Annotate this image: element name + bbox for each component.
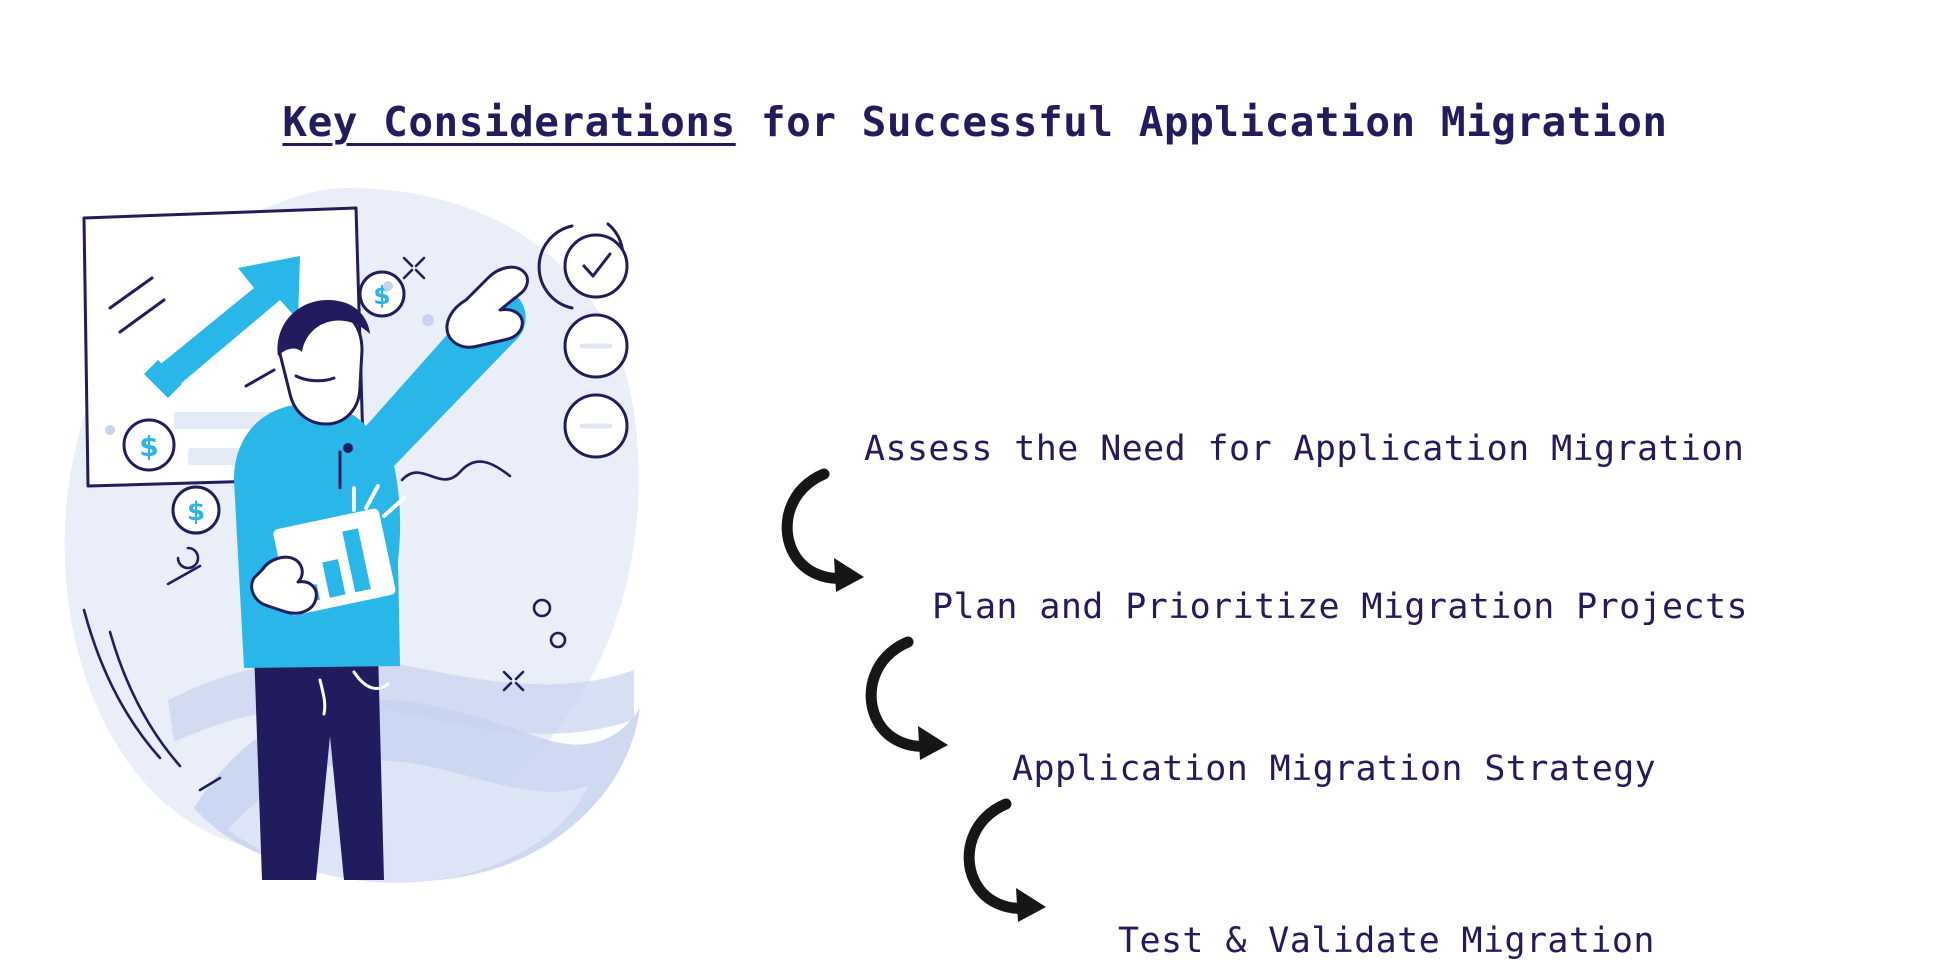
curved-arrow-icon-1 xyxy=(781,468,864,592)
curved-arrow-icon-2 xyxy=(865,636,948,760)
curved-arrow-icon-3 xyxy=(963,798,1046,922)
small-dot xyxy=(383,281,393,291)
person-trousers xyxy=(254,650,384,880)
page-title-plain-segment: for Successful Application Migration xyxy=(735,98,1668,146)
holding-hand-icon xyxy=(250,555,318,615)
wave-line xyxy=(400,460,512,482)
person-hair xyxy=(277,300,370,356)
small-arc-icon xyxy=(176,546,200,570)
page-title: Key Considerations for Successful Applic… xyxy=(0,98,1950,147)
pointing-hand-icon xyxy=(445,265,529,349)
dash-circle-icon xyxy=(563,393,629,459)
step-item-4: Test & Validate Migration xyxy=(1118,921,1655,961)
small-dot xyxy=(105,425,115,435)
svg-text:$: $ xyxy=(187,497,205,527)
person-mouth xyxy=(294,374,336,383)
checklist-group xyxy=(537,222,629,459)
swoosh-line xyxy=(108,630,182,768)
page-title-text: Key Considerations for Successful Applic… xyxy=(282,98,1667,147)
svg-text:$: $ xyxy=(139,430,158,463)
step-item-2: Plan and Prioritize Migration Projects xyxy=(932,587,1748,627)
growth-arrow-icon xyxy=(144,256,300,398)
dollar-coin-icon: $ xyxy=(171,485,221,535)
small-circle-icon xyxy=(549,631,567,649)
migration-steps-list: Assess the Need for Application Migratio… xyxy=(760,180,1920,959)
sparkle-lines xyxy=(352,484,406,518)
sparkle-icon xyxy=(502,670,525,692)
pointing-person xyxy=(234,265,529,880)
sparkle-icon xyxy=(402,256,426,280)
business-growth-illustration: $ $ $ xyxy=(48,180,688,900)
page-title-underlined-segment: Key Considerations xyxy=(282,98,736,146)
swoosh-line xyxy=(82,608,162,760)
dollar-coin-icon: $ xyxy=(122,418,176,472)
dash-circle-icon xyxy=(563,313,629,379)
small-dot xyxy=(422,314,434,326)
dollar-coin-icon: $ xyxy=(358,270,406,318)
person-collar-dot xyxy=(343,443,353,453)
check-circle-icon xyxy=(537,222,629,310)
small-circle-icon xyxy=(532,598,552,618)
step-item-1: Assess the Need for Application Migratio… xyxy=(864,429,1745,469)
decorative-dashes xyxy=(108,276,276,388)
step-item-3: Application Migration Strategy xyxy=(1012,749,1657,789)
